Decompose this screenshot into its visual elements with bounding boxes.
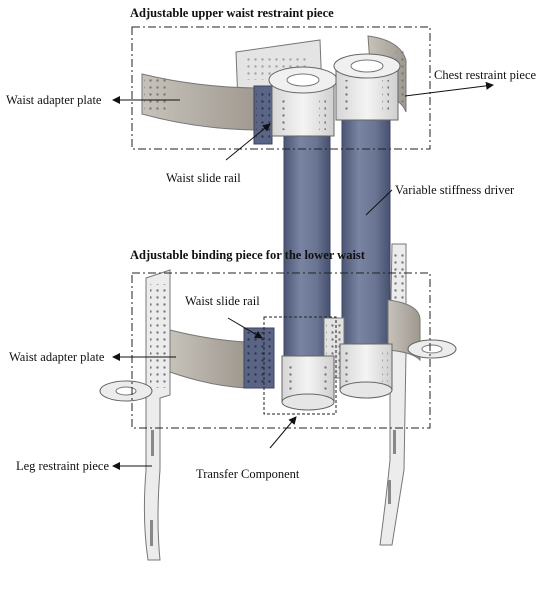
lower-header-label: Adjustable binding piece for the lower w…: [130, 248, 366, 262]
lower-assembly: [99, 243, 457, 561]
leg-restraint-label: Leg restraint piece: [16, 459, 109, 473]
upper-region-box: [131, 26, 431, 150]
arrow-transfer-component: [269, 416, 297, 449]
chest-restraint-label: Chest restraint piece: [434, 68, 536, 82]
lower-waist-adapter-plate: [169, 329, 247, 389]
waist-adapter-lower-label: Waist adapter plate: [9, 350, 105, 364]
arrow-waist-slide-upper: [225, 123, 271, 161]
right-tube: [341, 99, 391, 383]
lower-region-box: [131, 272, 431, 429]
transfer-component-label: Transfer Component: [196, 467, 300, 481]
waist-adapter-upper-label: Waist adapter plate: [6, 93, 102, 107]
waist-slide-upper-label: Waist slide rail: [166, 171, 241, 185]
arrow-chest-restraint: [404, 81, 494, 97]
leader-arrows: [112, 81, 494, 470]
variable-stiffness-driver: [283, 99, 391, 383]
region-boxes: [131, 26, 431, 429]
transfer-component-box: [263, 316, 337, 415]
arrow-waist-slide-lower: [227, 317, 263, 339]
upper-header-label: Adjustable upper waist restraint piece: [130, 6, 334, 20]
arrow-variable-stiffness: [365, 189, 393, 216]
waist-slide-lower-label: Waist slide rail: [185, 294, 260, 308]
upper-collars: [268, 53, 401, 137]
variable-stiffness-label: Variable stiffness driver: [395, 183, 515, 197]
left-tube: [283, 111, 331, 383]
